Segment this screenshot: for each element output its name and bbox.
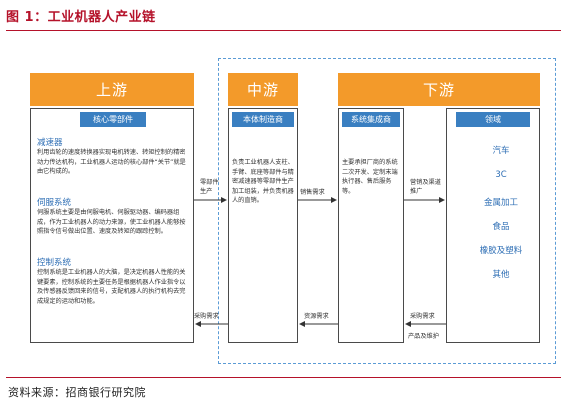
domain-3c: 3C (495, 170, 507, 180)
integrator-body: 主要承担厂商的系统二次开发、定制末端执行器、售后服务等。 (342, 159, 398, 195)
upstream-column (30, 108, 194, 343)
integrator-column (338, 108, 404, 343)
servo-body: 伺服系统主要是由伺服电机、伺服驱动器、编码器组成，作为工业机器人的动力来源，使工… (37, 209, 186, 235)
label-sales-demand: 销售需求 (300, 189, 325, 196)
label-product-maintenance: 产品及维护 (408, 333, 439, 340)
stage-midstream: 中游 (228, 73, 298, 106)
stage-upstream: 上游 (30, 73, 194, 106)
bottom-rule (6, 377, 561, 378)
domain-food: 食品 (492, 222, 510, 232)
label-parts-production: 零部件生产 (200, 179, 219, 195)
reducer-body: 利用齿轮的速度转换器实现电机转速、转矩控制的精密动力传达机构，工业机器人运动的核… (37, 149, 186, 175)
domain-rubber-plastic: 橡胶及塑料 (479, 246, 523, 256)
label-purchase-mid: 资源需求 (304, 313, 329, 320)
label-integrator: 系统集成商 (342, 112, 400, 127)
control-body: 控制系统是工业机器人的大脑，是决定机器人性能的关键要素，控制系统的主要任务是根据… (37, 269, 186, 305)
midstream-column (228, 108, 298, 343)
servo-title: 伺服系统 (37, 198, 72, 208)
domain-auto: 汽车 (492, 146, 510, 156)
domain-metal: 金属加工 (483, 198, 518, 208)
midstream-body: 负责工业机器人支柱、手臂、底座等部件与精密减速器等零部件生产加工组装，并负责机器… (232, 159, 294, 204)
downstream-dashed-frame (218, 58, 556, 364)
label-purchase-right: 采购需求 (410, 313, 435, 320)
control-title: 控制系统 (37, 258, 72, 268)
source-note: 资料来源：招商银行研究院 (8, 386, 146, 399)
label-purchase-left: 采购需求 (194, 313, 219, 320)
figure-title: 图 1：工业机器人产业链 (6, 10, 156, 25)
label-core-parts: 核心零部件 (80, 112, 146, 127)
label-body-manufacturer: 本体制造商 (232, 112, 294, 127)
reducer-title: 减速器 (37, 138, 63, 148)
stage-downstream: 下游 (338, 73, 540, 106)
label-marketing-channel: 营销及渠道推广 (410, 179, 441, 195)
domain-other: 其他 (492, 270, 510, 280)
label-domain: 领域 (456, 112, 530, 127)
title-rule (6, 30, 561, 31)
domain-column (446, 108, 540, 343)
